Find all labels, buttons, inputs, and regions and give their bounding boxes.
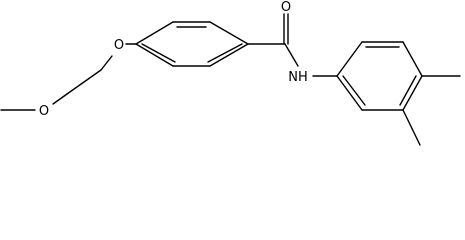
bond-ring1-inner-right bbox=[207, 43, 243, 63]
bond-ring1-d bbox=[209, 43, 249, 67]
bond-ch2-ch2 bbox=[66, 69, 102, 95]
bond-ring1-c bbox=[209, 21, 249, 45]
bond-ring1-f bbox=[135, 43, 174, 67]
methoxy-oxygen-label: O bbox=[39, 104, 49, 119]
bond-methyl-meta bbox=[402, 109, 421, 146]
ether-oxygen-label: O bbox=[114, 38, 124, 53]
bond-ring2-f bbox=[336, 75, 363, 111]
bond-methoxy-o-ch2 bbox=[52, 93, 68, 105]
carbonyl-oxygen-label: O bbox=[281, 0, 291, 15]
bond-ring2-a bbox=[336, 41, 363, 77]
bond-carbonyl-n bbox=[284, 43, 299, 67]
amide-nitrogen-label: NH bbox=[288, 70, 308, 85]
bond-ring1-a bbox=[135, 21, 174, 45]
molecule-structure-diagram: O O O NH bbox=[0, 0, 461, 146]
bond-ch2-ether-o bbox=[100, 55, 113, 71]
bond-ring2-inner-left bbox=[342, 75, 366, 106]
bond-ring2-c bbox=[402, 41, 423, 77]
bond-ring2-d bbox=[402, 75, 423, 111]
bond-ring2-inner-right bbox=[399, 75, 417, 106]
bond-ring1-inner-left bbox=[141, 43, 176, 63]
